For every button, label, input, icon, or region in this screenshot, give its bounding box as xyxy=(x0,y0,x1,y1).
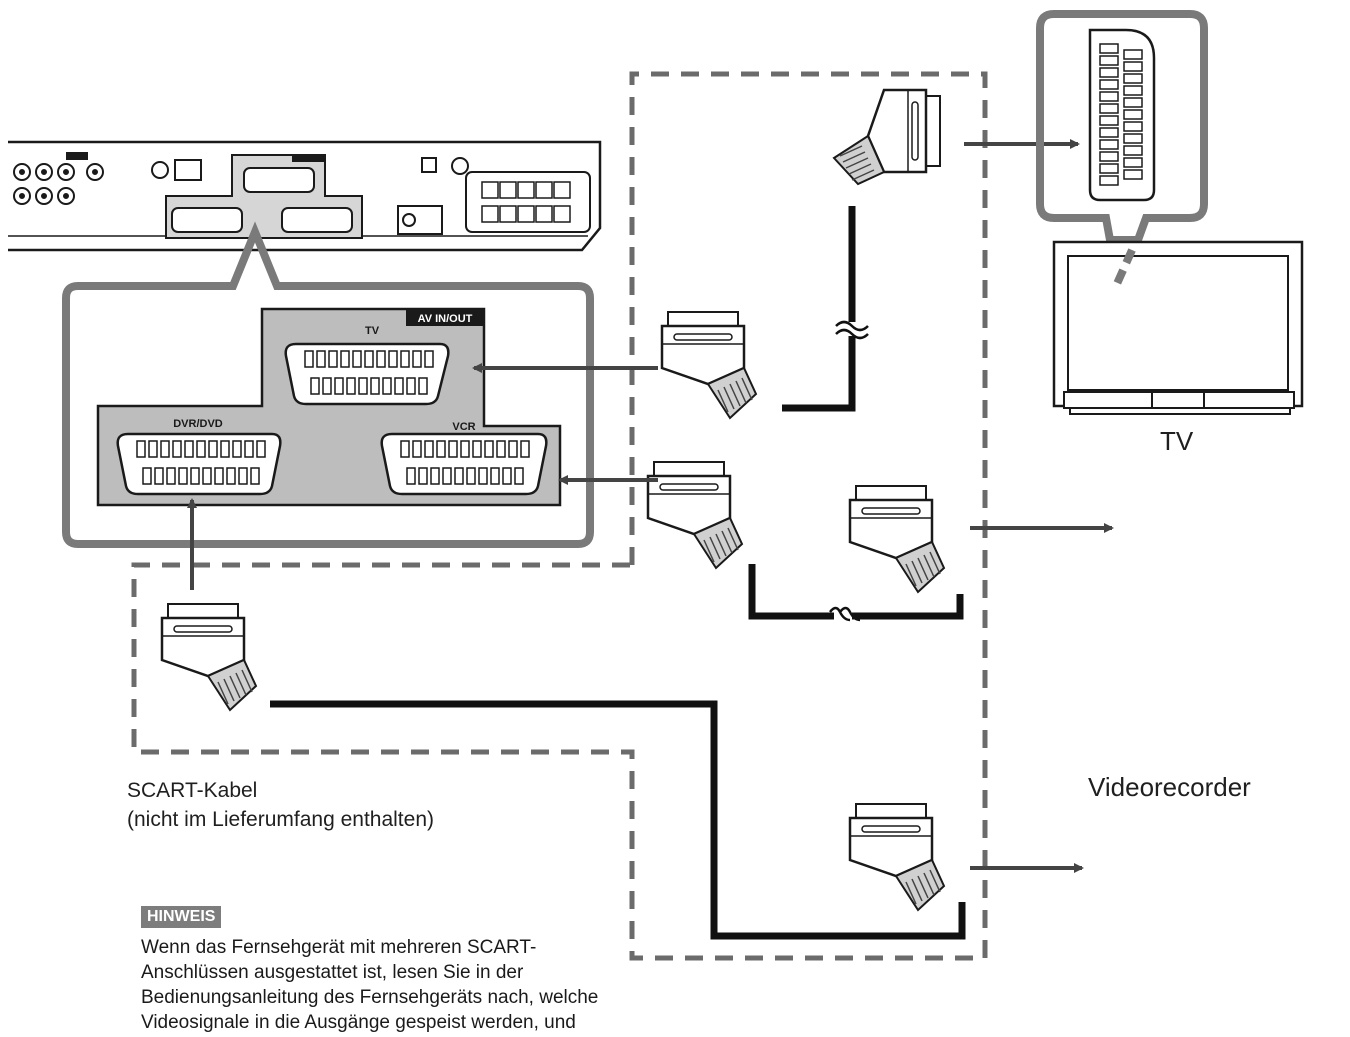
vcr-cable xyxy=(748,564,964,620)
dvr-dvd-scart-port xyxy=(116,432,282,496)
av-panel-enlarged: AV IN/OUT TV DVR/DVD VCR xyxy=(96,307,562,507)
note-title: HINWEIS xyxy=(141,906,222,928)
scart-cable-label-line2: (nicht im Lieferumfang enthalten) xyxy=(127,808,434,831)
speaker-terminals xyxy=(481,181,571,223)
receiver-rear-panel xyxy=(8,140,602,252)
vcr-port-label: VCR xyxy=(452,421,475,433)
rca-jacks xyxy=(13,163,104,205)
scart-plug-receiver-tv xyxy=(660,310,758,420)
scart-plug-receiver-dvr xyxy=(160,602,258,712)
tv-scart-port xyxy=(284,342,450,406)
scart-cable-label: SCART-Kabel (nicht im Lieferumfang entha… xyxy=(127,776,434,834)
scart-plug-vcr xyxy=(848,484,946,594)
dvr-dvd-port-label: DVR/DVD xyxy=(173,418,223,430)
tv-callout xyxy=(1036,10,1208,244)
cable-dashed-outline xyxy=(131,71,988,961)
tv-cable xyxy=(782,206,856,412)
tv-device-label: TV xyxy=(1160,426,1194,456)
av-in-out-label: AV IN/OUT xyxy=(418,313,473,325)
tv-device xyxy=(1036,10,1304,415)
scart-cable-label-line1: SCART-Kabel xyxy=(127,779,258,802)
scart-plug-dvd xyxy=(848,802,946,912)
scart-plug-receiver-vcr xyxy=(646,460,744,570)
scart-cables xyxy=(270,206,966,940)
tv-port-label: TV xyxy=(365,325,380,337)
scart-plug-tv-top xyxy=(832,88,942,186)
note-text: Wenn das Fernsehgerät mit mehreren SCART… xyxy=(141,937,599,1033)
dvd-cable xyxy=(270,700,966,940)
vcr-device-label: Videorecorder xyxy=(1088,772,1251,802)
panel-callout xyxy=(62,221,594,548)
